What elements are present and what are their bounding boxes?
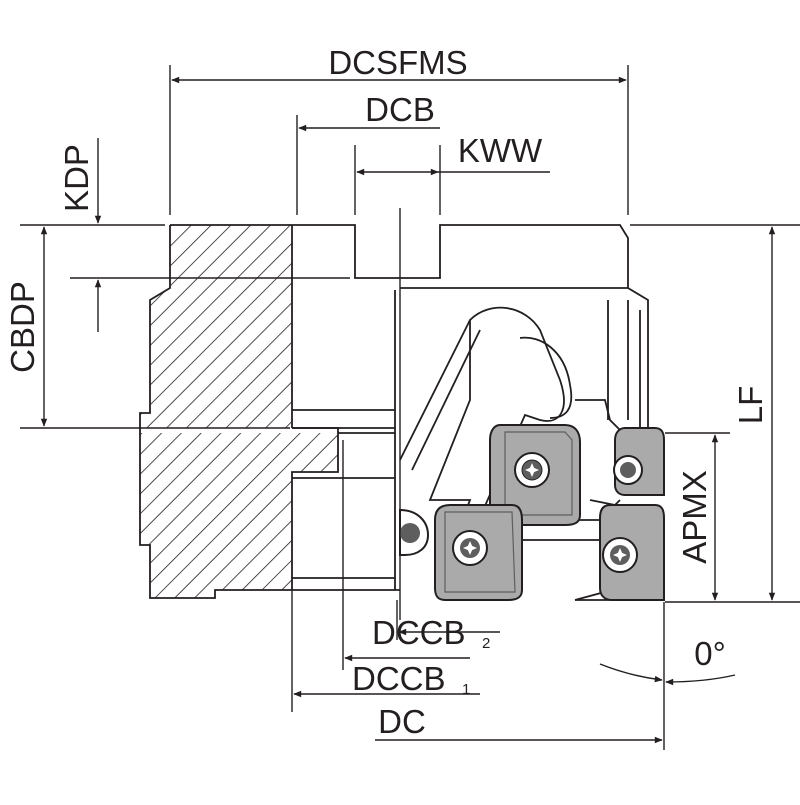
centre-bore [291, 225, 339, 590]
label-kww: KWW [458, 132, 543, 169]
angle-arc [599, 663, 663, 683]
label-dcb: DCB [365, 91, 435, 128]
label-cbdp: CBDP [4, 281, 41, 373]
extension-lines [20, 65, 800, 750]
insert-lower-left [434, 504, 523, 601]
torx-screw-icon [514, 452, 550, 488]
torx-screw-icon [452, 530, 488, 566]
insert-lower-right [599, 504, 665, 601]
label-apmx: APMX [676, 470, 713, 564]
label-dccb2: DCCB [372, 614, 466, 651]
body-left-profile [139, 225, 400, 599]
torx-screw-icon [613, 455, 643, 485]
label-dccb1: DCCB [352, 660, 446, 697]
label-dcsfms: DCSFMS [328, 44, 467, 81]
label-kdp: KDP [58, 144, 95, 212]
insert-right-upper [613, 427, 665, 496]
label-lf: LF [732, 386, 769, 425]
insert-upper [489, 424, 581, 526]
label-dccb2-subscript: 2 [482, 635, 490, 652]
body-top-profile [170, 224, 629, 288]
cutter-body [139, 224, 663, 601]
side-screw-icon [399, 508, 430, 556]
section-hatching [140, 225, 338, 598]
label-dc: DC [378, 703, 426, 740]
label-angle: 0° [694, 635, 726, 672]
dimension-labels: DCSFMS DCB KWW KDP CBDP LF APMX DCCB 2 D… [4, 44, 769, 740]
dimension-lines [40, 76, 776, 744]
label-dccb1-subscript: 1 [462, 681, 470, 698]
torx-screw-icon [602, 537, 638, 573]
